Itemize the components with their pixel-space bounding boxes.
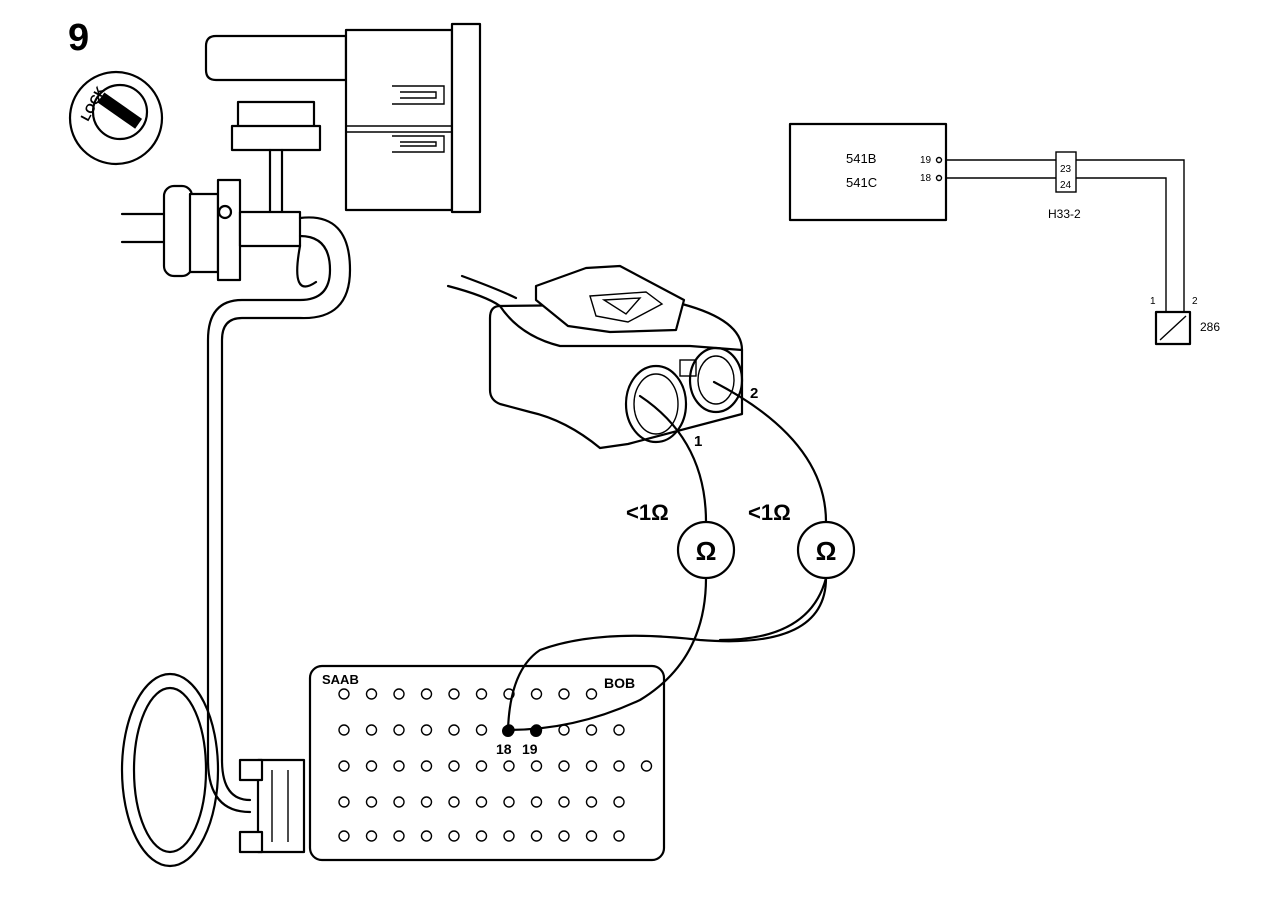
bob-pin <box>558 830 570 842</box>
control-unit-housing <box>204 22 482 214</box>
bob-pin <box>338 830 350 842</box>
connector-pin-1-label: 1 <box>694 433 702 450</box>
bob-pin <box>365 830 378 842</box>
bob-pin <box>338 796 350 808</box>
bob-pin <box>420 724 433 736</box>
bob-pin <box>393 724 405 736</box>
bob-pin <box>613 760 625 772</box>
bob-pin <box>503 796 515 808</box>
bob-pin <box>558 760 570 772</box>
ignition-lock-icon: LOCK <box>68 70 164 166</box>
bob-pin <box>420 796 433 808</box>
bob-pin <box>503 830 515 842</box>
test-leads <box>502 380 828 737</box>
bob-pin <box>585 830 598 842</box>
bob-name-label: BOB <box>604 675 635 691</box>
bob-pin <box>475 688 488 700</box>
bob-pin <box>530 796 543 808</box>
bob-pin <box>448 688 460 700</box>
ohmmeter-right-symbol: Ω <box>816 536 837 566</box>
bob-pin <box>558 796 570 808</box>
jconn-pin-24-label: 24 <box>1060 180 1072 191</box>
bob-pin <box>475 724 488 736</box>
target-connector: 1 2 <box>446 264 758 450</box>
bob-pin <box>475 760 488 772</box>
bob-pin <box>585 724 598 736</box>
unit-code-541c: 541C <box>846 175 877 190</box>
bob-pin <box>613 796 625 808</box>
bob-pin <box>585 796 598 808</box>
bob-pin <box>393 830 405 842</box>
bob-pin <box>585 760 598 772</box>
adapter-harness <box>120 178 352 868</box>
unit-pin-19-label: 19 <box>920 155 932 166</box>
unit-pin-18-label: 18 <box>920 173 932 184</box>
unit-code-541b: 541B <box>846 151 876 166</box>
bob-pin <box>420 760 433 772</box>
ohmmeter-left-reading: <1Ω <box>626 500 669 525</box>
bob-pin <box>448 724 460 736</box>
bob-pin <box>475 830 488 842</box>
bob-pin <box>448 830 460 842</box>
jconn-name-label: H33-2 <box>1048 207 1081 221</box>
bob-pin <box>530 830 543 842</box>
wiring-schematic: 541B 541C 19 18 23 24 H33-2 1 2 286 <box>788 122 1220 346</box>
ohmmeter-right-reading: <1Ω <box>748 500 791 525</box>
bob-pin <box>613 830 625 842</box>
bob-pin <box>585 688 598 700</box>
step-number: 9 <box>68 17 89 59</box>
bob-pin <box>448 760 460 772</box>
bob-pin <box>338 724 350 736</box>
ohmmeter-left: Ω <1Ω <box>626 500 736 580</box>
ohmmeter-right: Ω <1Ω <box>748 500 856 580</box>
bob-brand-label: SAAB <box>322 672 359 687</box>
bob-harness-plug <box>238 758 306 854</box>
bob-pin <box>393 688 405 700</box>
bob-pin <box>420 688 433 700</box>
bob-pin-19-label: 19 <box>522 741 538 757</box>
bob-pin <box>420 830 433 842</box>
bob-pin <box>503 760 515 772</box>
breakout-box: SAAB BOB 18 19 <box>308 664 666 862</box>
jconn-pin-23-label: 23 <box>1060 164 1072 175</box>
ohmmeter-left-symbol: Ω <box>696 536 717 566</box>
bob-pin <box>365 688 378 700</box>
bob-pin <box>558 688 570 700</box>
bob-pin <box>640 760 653 772</box>
bob-pin <box>365 796 378 808</box>
bob-pin <box>613 724 625 736</box>
bob-pin <box>530 688 543 700</box>
bob-pin-18-label: 18 <box>496 741 512 757</box>
component-pin-1-label: 1 <box>1150 296 1156 307</box>
bob-pin <box>448 796 460 808</box>
bob-pin <box>365 760 378 772</box>
connector-pin-2-label: 2 <box>750 385 758 402</box>
bob-pin <box>530 760 543 772</box>
component-name-label: 286 <box>1200 320 1220 334</box>
component-pin-2-label: 2 <box>1192 296 1198 307</box>
bob-pin <box>475 796 488 808</box>
bob-pin <box>365 724 378 736</box>
bob-pin <box>393 796 405 808</box>
bob-pin <box>393 760 405 772</box>
bob-pin-grid <box>338 688 653 842</box>
bob-pin <box>338 688 350 700</box>
bob-pin <box>338 760 350 772</box>
